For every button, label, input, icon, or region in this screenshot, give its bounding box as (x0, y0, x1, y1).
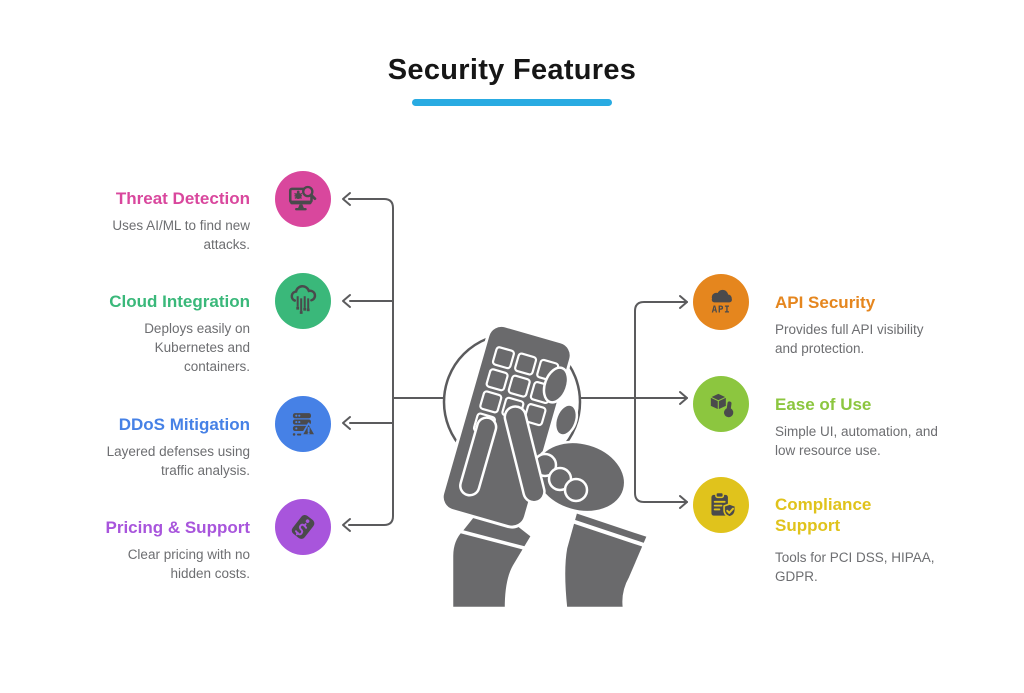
item-description: Simple UI, automation, and low resource … (775, 424, 938, 458)
api-security-icon: API (693, 274, 749, 330)
clipboard-shield-icon (711, 491, 737, 518)
cloud-circuit-icon (290, 285, 317, 314)
api-cloud-icon: API (712, 289, 732, 315)
hands-group (440, 323, 650, 610)
ease-of-use-icon (693, 376, 749, 432)
item-label: Threat Detection (115, 189, 250, 208)
title-underline (412, 99, 612, 106)
pricing-support-icon (275, 499, 331, 555)
price-tag-icon (291, 514, 315, 539)
item-label: DDoS Mitigation (118, 415, 250, 434)
svg-text:API: API (712, 304, 731, 315)
cloud-integration-icon (275, 273, 331, 329)
item-label: Pricing & Support (105, 518, 251, 537)
item-label: Compliance Support (775, 495, 872, 536)
item-description: Uses AI/ML to find new attacks. (112, 218, 250, 252)
item-label: Ease of Use (775, 395, 872, 414)
item-description: Tools for PCI DSS, HIPAA, GDPR. (775, 550, 935, 584)
compliance-support-icon (693, 477, 749, 533)
cube-pointer-icon (709, 392, 734, 418)
monitor-bug-search-icon (288, 185, 317, 211)
server-warning-icon (292, 413, 317, 436)
page-title: Security Features (387, 54, 637, 86)
threat-detection-icon (275, 171, 331, 227)
item-label: API Security (775, 293, 876, 312)
item-description: Provides full API visibility and protect… (775, 322, 924, 356)
item-label: Cloud Integration (109, 292, 250, 311)
item-description: Clear pricing with no hidden costs. (127, 547, 250, 581)
item-description: Deploys easily on Kubernetes and contain… (144, 321, 250, 374)
ddos-mitigation-icon (275, 396, 331, 452)
item-description: Layered defenses using traffic analysis. (106, 444, 250, 478)
